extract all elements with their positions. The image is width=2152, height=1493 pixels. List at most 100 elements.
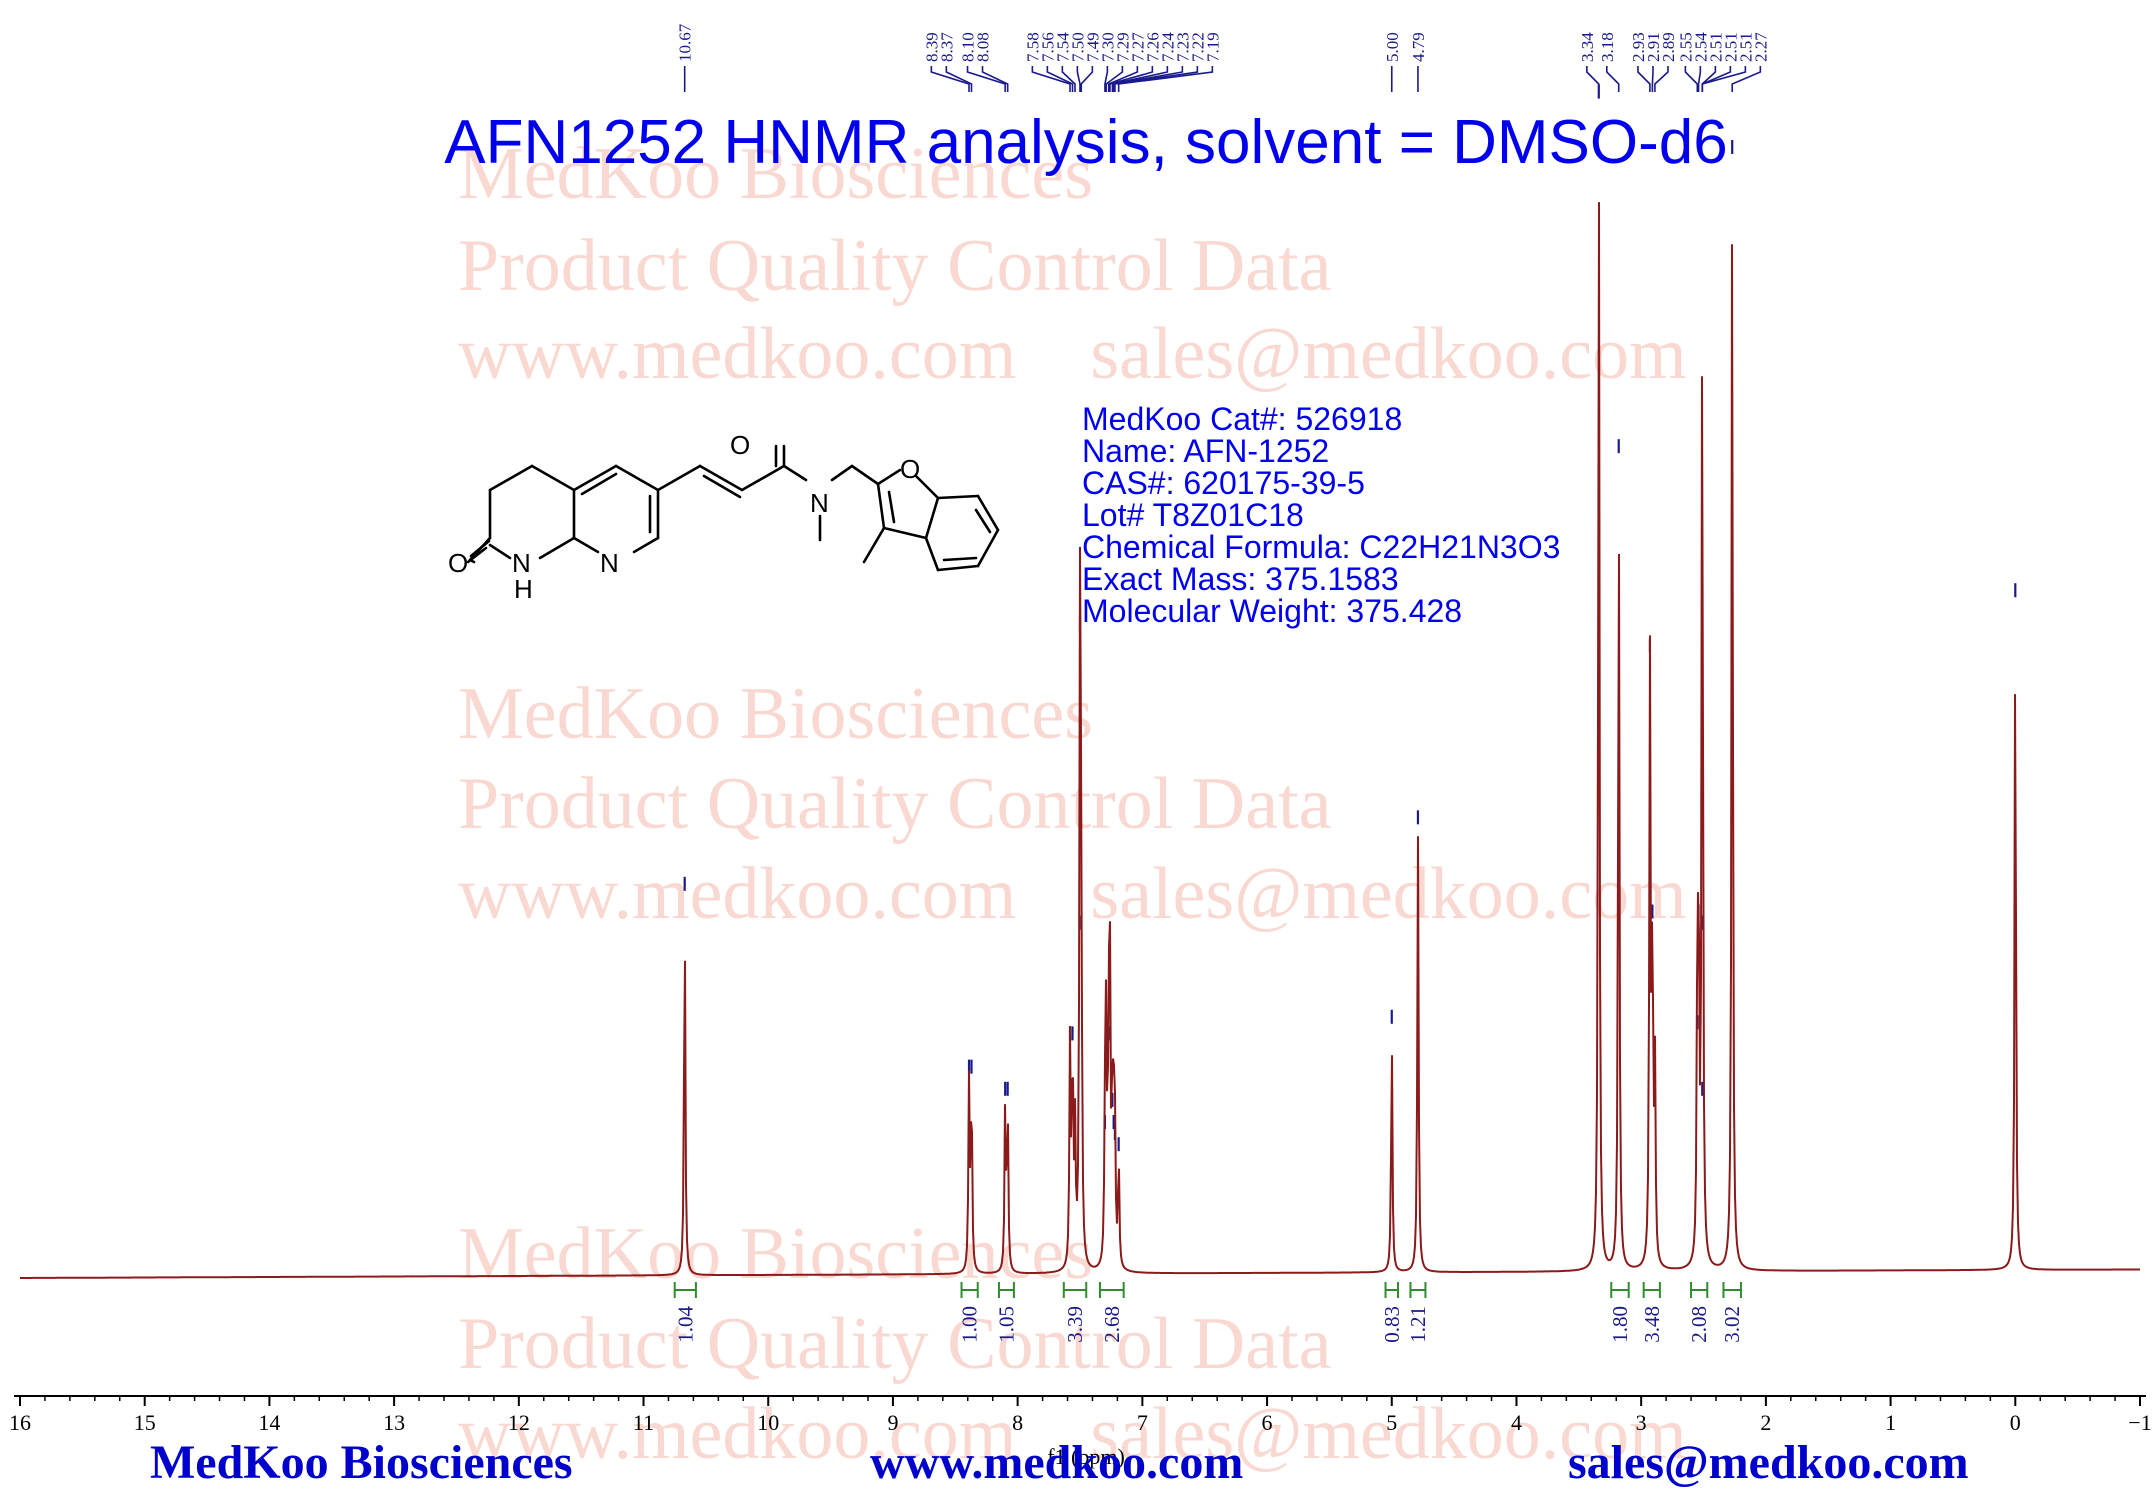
x-tick-label: 0 [2010, 1410, 2021, 1435]
watermark-line3: www.medkoo.com sales@medkoo.com [458, 313, 1687, 395]
integral-region: 3.02 [1720, 1282, 1744, 1343]
integral-region: 1.05 [994, 1282, 1018, 1343]
info-lot: Lot# T8Z01C18 [1082, 497, 1304, 533]
peak-label: 2.55 [1676, 32, 1695, 62]
x-tick-label: 2 [1760, 1410, 1771, 1435]
x-tick-label: 12 [508, 1410, 530, 1435]
spectrum-line [20, 202, 2140, 1279]
x-tick-label: 7 [1137, 1410, 1148, 1435]
peak-label-leader [945, 66, 973, 92]
peak-label: 7.58 [1023, 32, 1042, 62]
peak-label: 5.00 [1383, 32, 1402, 62]
peak-label: 2.91 [1644, 32, 1663, 62]
peak-label-leader [1731, 66, 1762, 92]
peak-label-leader [1701, 66, 1732, 92]
watermark-middle: MedKoo Biosciences Product Quality Contr… [458, 673, 1687, 935]
peak-label: 7.29 [1113, 32, 1132, 62]
footer-website: www.medkoo.com [870, 1436, 1243, 1488]
peak-label: 7.26 [1143, 32, 1162, 62]
atom-o-furan: O [900, 454, 920, 484]
peak-label: 2.93 [1629, 32, 1648, 62]
watermark-line1: MedKoo Biosciences [458, 133, 1093, 215]
peak-label-leader [966, 66, 1006, 92]
peak-label: 2.54 [1691, 32, 1710, 62]
integral-region: 2.68 [1098, 1282, 1125, 1343]
peak-label: 2.51 [1721, 32, 1740, 62]
integral-value: 0.83 [1380, 1306, 1404, 1343]
watermark-line3: www.medkoo.com sales@medkoo.com [458, 1393, 1687, 1475]
watermark-line3: www.medkoo.com sales@medkoo.com [458, 853, 1687, 935]
integral-region: 1.21 [1406, 1282, 1430, 1343]
peak-label-leader [1109, 66, 1154, 92]
peak-label: 2.51 [1706, 32, 1725, 62]
peak-label: 4.79 [1409, 32, 1428, 62]
peak-label-leader [1637, 66, 1651, 92]
peak-label-leader [930, 66, 970, 92]
peak-label-leader [1654, 66, 1669, 92]
peak-label-leader [1605, 66, 1620, 92]
info-name: Name: AFN-1252 [1082, 433, 1329, 469]
peak-label: 3.34 [1578, 32, 1597, 62]
integral-value: 2.08 [1687, 1306, 1711, 1343]
info-exact-mass: Exact Mass: 375.1583 [1082, 561, 1399, 597]
peak-label: 3.18 [1598, 32, 1617, 62]
atom-h-lactam: H [514, 574, 533, 604]
peak-label-leader [1105, 66, 1124, 92]
integral-region: 1.00 [958, 1282, 982, 1343]
compound-info: MedKoo Cat#: 526918 Name: AFN-1252 CAS#:… [1082, 401, 1560, 629]
integral-value: 3.39 [1063, 1306, 1087, 1343]
info-formula: Chemical Formula: C22H21N3O3 [1082, 529, 1560, 565]
x-tick-label: 9 [887, 1410, 898, 1435]
peak-label: 7.19 [1203, 32, 1222, 62]
peak-label: 7.30 [1098, 32, 1117, 62]
atom-n-lactam: N [512, 548, 531, 578]
integral-region: 3.39 [1062, 1282, 1088, 1343]
integral-region: 1.80 [1608, 1282, 1632, 1343]
integral-value: 1.05 [994, 1306, 1018, 1343]
peak-label: 7.22 [1188, 32, 1207, 62]
peak-label-leader [1104, 66, 1109, 92]
x-tick-label: 3 [1636, 1410, 1647, 1435]
watermark-line1: MedKoo Biosciences [458, 1213, 1093, 1295]
peak-label: 8.39 [922, 32, 941, 62]
x-tick-label: 16 [9, 1410, 31, 1435]
x-tick-label: 11 [633, 1410, 654, 1435]
footer: MedKoo Biosciences www.medkoo.com sales@… [150, 1436, 1969, 1489]
peak-label-leader [1586, 66, 1600, 92]
peak-label: 2.51 [1736, 32, 1755, 62]
peak-label: 2.27 [1751, 32, 1770, 62]
x-tick-label: 10 [757, 1410, 779, 1435]
integral-value: 3.48 [1640, 1306, 1664, 1343]
peak-label: 7.50 [1068, 32, 1087, 62]
info-cat-number: MedKoo Cat#: 526918 [1082, 401, 1402, 437]
info-cas: CAS#: 620175-39-5 [1082, 465, 1365, 501]
chemical-structure [466, 444, 1000, 572]
peak-label: 2.89 [1659, 32, 1678, 62]
peak-label: 8.37 [937, 32, 956, 62]
peak-label: 7.23 [1173, 32, 1192, 62]
peak-label-leader [1697, 66, 1702, 92]
x-tick-label: 1 [1885, 1410, 1896, 1435]
peak-label: 7.24 [1158, 32, 1177, 62]
x-tick-label: 4 [1511, 1410, 1522, 1435]
integral-value: 1.00 [958, 1306, 982, 1343]
atom-o-lactam: O [448, 548, 468, 578]
peak-label-leader [1651, 66, 1654, 92]
x-tick-label: 8 [1012, 1410, 1023, 1435]
integral-value: 3.02 [1720, 1306, 1744, 1343]
peak-label: 7.49 [1083, 32, 1102, 62]
peak-label-leader [1107, 66, 1139, 92]
watermark-line2: Product Quality Control Data [458, 225, 1331, 307]
peak-label: 8.08 [974, 32, 993, 62]
peak-label-leader [1114, 66, 1199, 92]
peak-label: 7.54 [1053, 32, 1072, 62]
integral-value: 2.68 [1100, 1306, 1124, 1343]
watermark-line2: Product Quality Control Data [458, 763, 1331, 845]
x-tick-label: 15 [134, 1410, 156, 1435]
chart-title: AFN1252 HNMR analysis, solvent = DMSO-d6 [444, 108, 1728, 177]
integral-value: 1.04 [673, 1306, 697, 1343]
info-molecular-weight: Molecular Weight: 375.428 [1082, 593, 1462, 629]
